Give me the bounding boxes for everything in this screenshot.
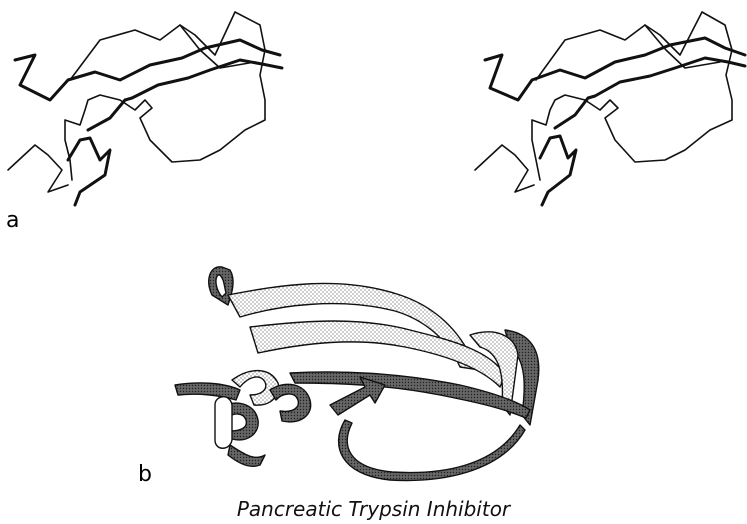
trace-back-segment-2 [8, 145, 68, 192]
stereo-trace-right [470, 0, 747, 210]
panel-label-b: b [138, 462, 152, 487]
ribbon-diagram [170, 255, 590, 495]
trace-back-segment-3 [645, 25, 720, 68]
trace-front-segment [485, 38, 745, 100]
trace-front-segment-3 [68, 138, 110, 205]
backbone-trace-right-svg [470, 0, 747, 210]
trace-front-segment-2 [555, 58, 745, 128]
ribbon-bottom-loop [339, 420, 525, 480]
backbone-trace-left-svg [0, 0, 300, 210]
trace-back-segment-2 [475, 145, 534, 192]
helix-coil-1 [175, 383, 240, 400]
ribbon-diagram-svg [170, 255, 590, 495]
figure-caption: Pancreatic Trypsin Inhibitor [0, 497, 747, 521]
helix-coil-3 [270, 384, 311, 422]
helix-tail [228, 445, 265, 466]
panel-label-a: a [6, 208, 19, 233]
helix-cylinder [215, 397, 232, 449]
trace-back-segment [65, 12, 265, 180]
trace-front-segment-3 [540, 136, 576, 205]
trace-front-segment-2 [88, 60, 282, 130]
stereo-trace-left [0, 0, 300, 210]
helix-coil-2 [232, 371, 279, 406]
